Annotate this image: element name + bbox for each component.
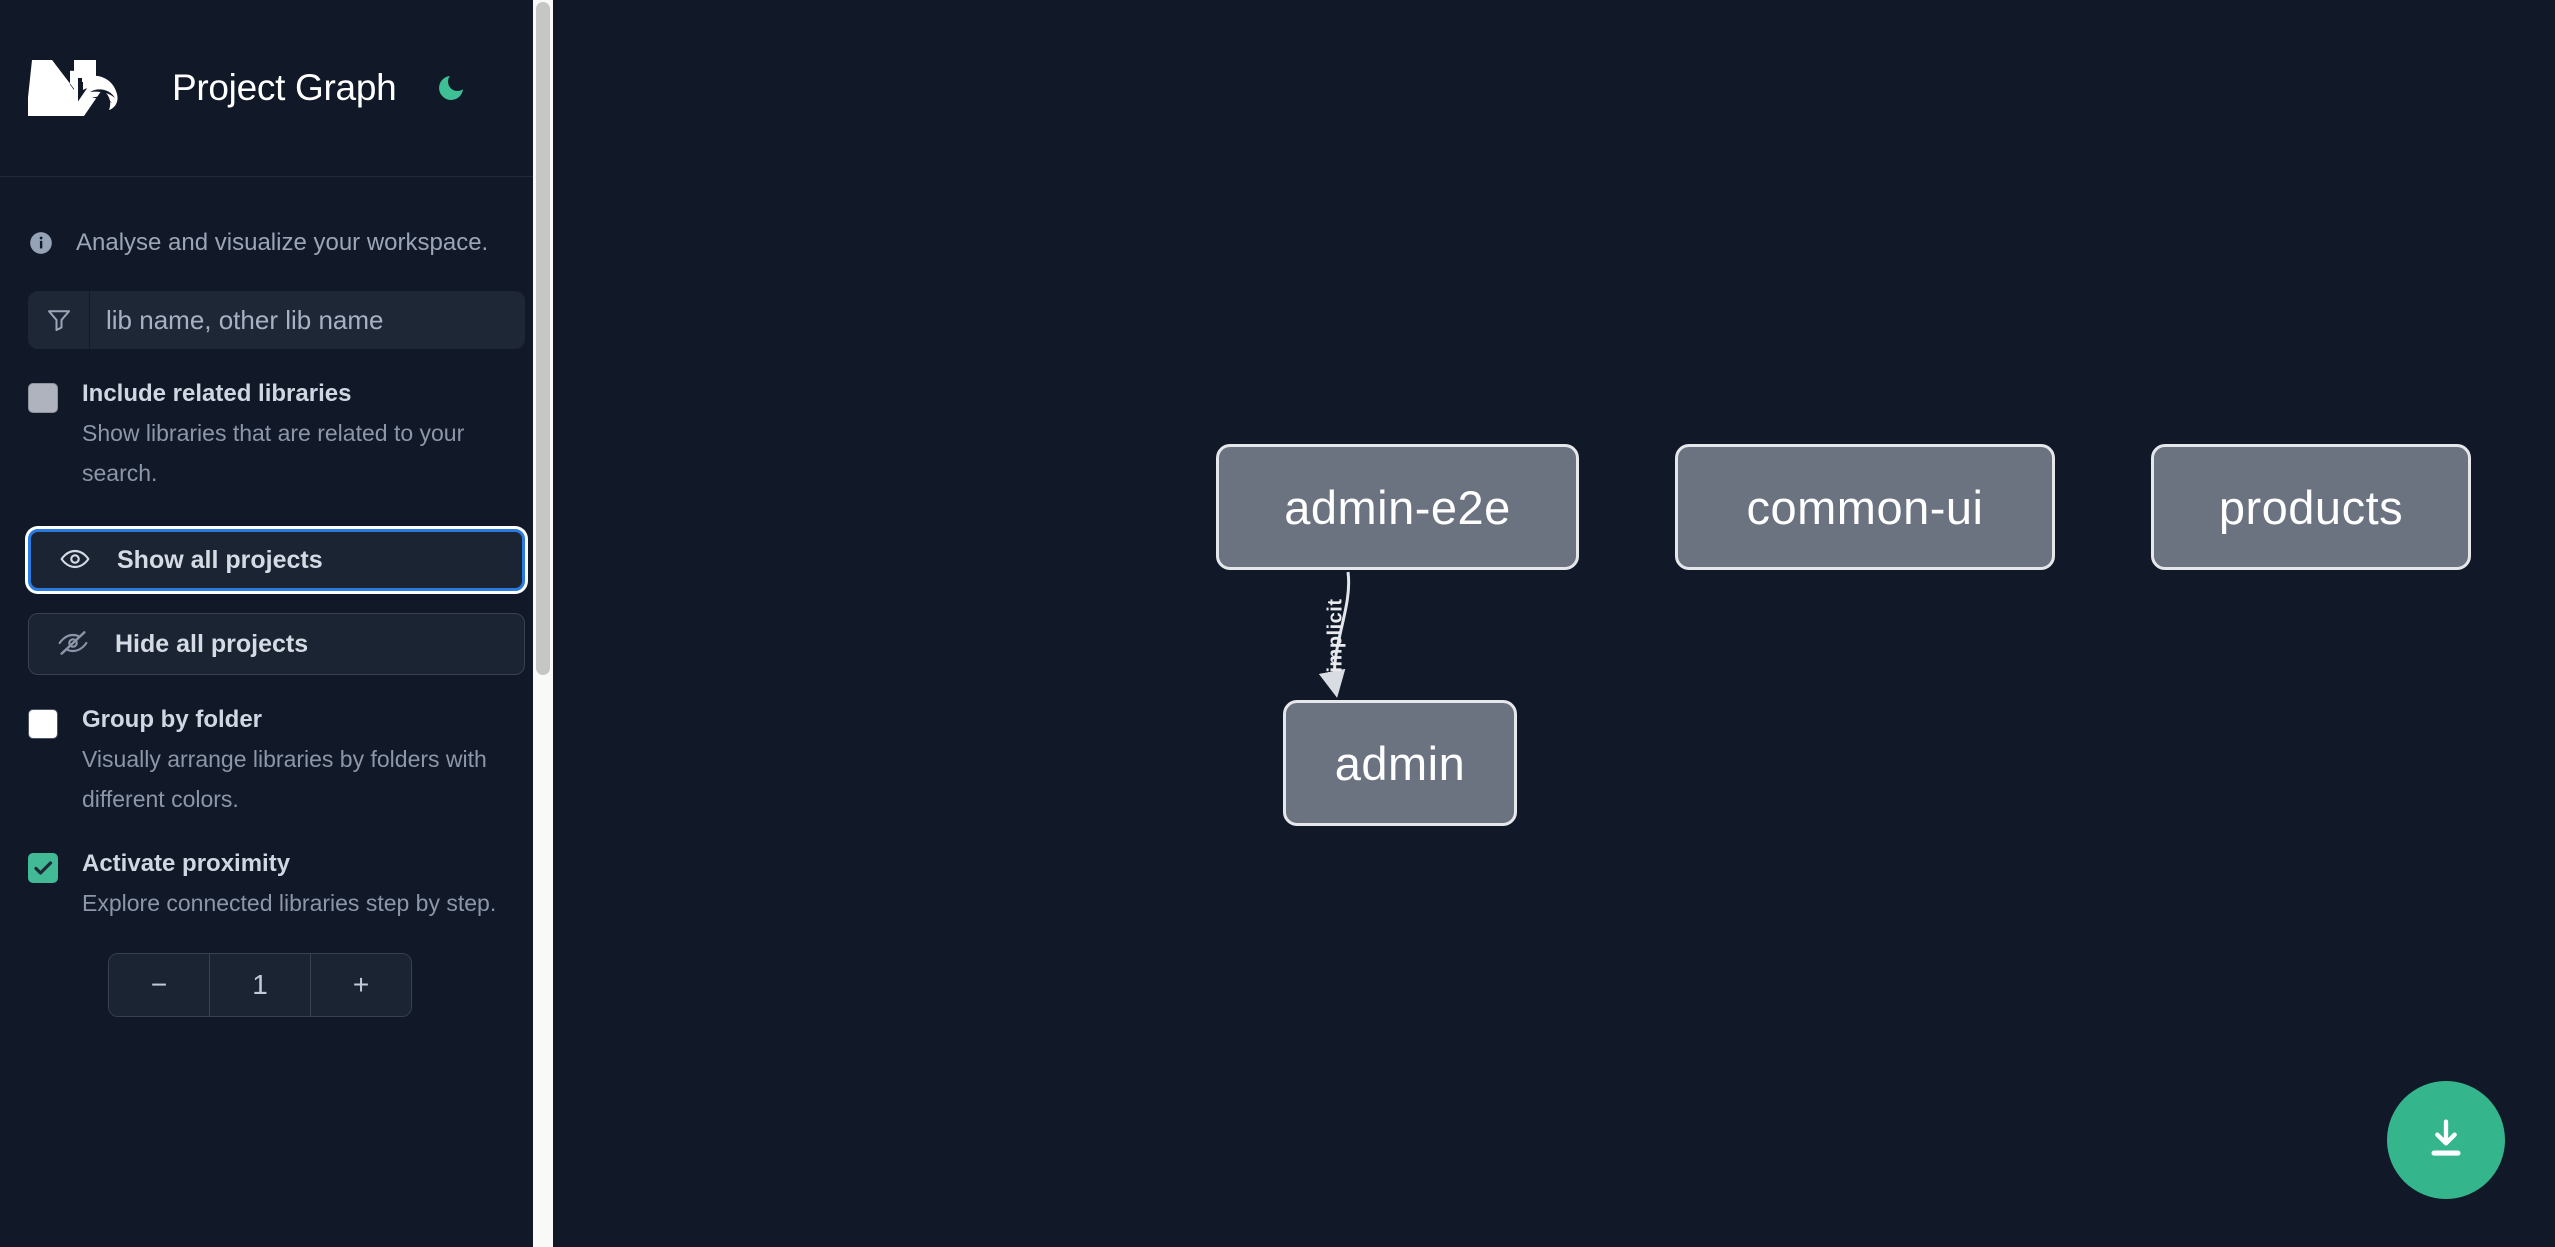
eye-icon	[59, 543, 91, 578]
option-title: Group by folder	[82, 706, 262, 733]
option-description: Visually arrange libraries by folders wi…	[82, 746, 487, 812]
proximity-stepper: − 1 +	[108, 953, 412, 1017]
sidebar-scrollbar-thumb[interactable]	[536, 2, 550, 675]
sidebar-header: Project Graph	[0, 0, 553, 177]
stepper-decrement-button[interactable]: −	[109, 954, 209, 1016]
option-group-by-folder: Group by folder Visually arrange librari…	[0, 675, 553, 819]
download-icon	[2420, 1113, 2472, 1168]
visibility-buttons: Show all projects Hide all projects	[0, 493, 553, 675]
graph-canvas[interactable]: admin-e2e common-ui products store-e2e a…	[553, 0, 2555, 1247]
option-title: Activate proximity	[82, 850, 291, 877]
group-by-folder-checkbox[interactable]	[28, 709, 58, 739]
graph-node-admin-e2e[interactable]: admin-e2e	[1216, 444, 1579, 570]
option-description: Explore connected libraries step by step…	[82, 890, 497, 916]
proximity-stepper-wrap: − 1 +	[0, 923, 553, 1017]
stepper-value: 1	[209, 954, 311, 1016]
stepper-increment-button[interactable]: +	[311, 954, 411, 1016]
tagline: Analyse and visualize your workspace.	[0, 177, 553, 269]
activate-proximity-checkbox[interactable]	[28, 853, 58, 883]
sidebar: Project Graph Analyse and visualize your…	[0, 0, 553, 1247]
hide-all-projects-button[interactable]: Hide all projects	[28, 613, 525, 675]
download-button[interactable]	[2387, 1081, 2505, 1199]
graph-node-label: products	[2218, 480, 2404, 534]
graph-node-label: admin-e2e	[1284, 480, 1511, 534]
graph-node-products[interactable]: products	[2151, 444, 2471, 570]
filter-icon	[28, 291, 90, 349]
graph-node-label: common-ui	[1746, 480, 1984, 534]
nx-logo-icon	[26, 54, 128, 122]
eye-off-icon	[57, 627, 89, 662]
search-input[interactable]	[90, 291, 525, 349]
graph-edges	[1318, 571, 1351, 698]
tagline-text: Analyse and visualize your workspace.	[76, 229, 489, 256]
show-all-projects-button[interactable]: Show all projects	[28, 529, 525, 591]
info-icon	[28, 230, 54, 256]
option-activate-proximity: Activate proximity Explore connected lib…	[0, 819, 553, 923]
search-box[interactable]	[28, 291, 525, 349]
include-related-libraries-checkbox[interactable]	[28, 383, 58, 413]
graph-node-label: admin	[1334, 736, 1466, 790]
graph-node-admin[interactable]: admin	[1283, 700, 1517, 826]
moon-icon[interactable]	[432, 69, 470, 107]
search-row	[0, 269, 553, 349]
option-description: Show libraries that are related to your …	[82, 420, 465, 486]
sidebar-scrollbar[interactable]	[533, 0, 553, 1247]
option-include-related-libraries: Include related libraries Show libraries…	[0, 349, 553, 493]
graph-node-common-ui[interactable]: common-ui	[1675, 444, 2055, 570]
graph-edge-label-admin: implicit	[1324, 598, 1347, 673]
hide-all-projects-label: Hide all projects	[115, 629, 309, 658]
show-all-projects-label: Show all projects	[117, 545, 323, 574]
option-title: Include related libraries	[82, 380, 352, 407]
page-title: Project Graph	[172, 67, 397, 108]
